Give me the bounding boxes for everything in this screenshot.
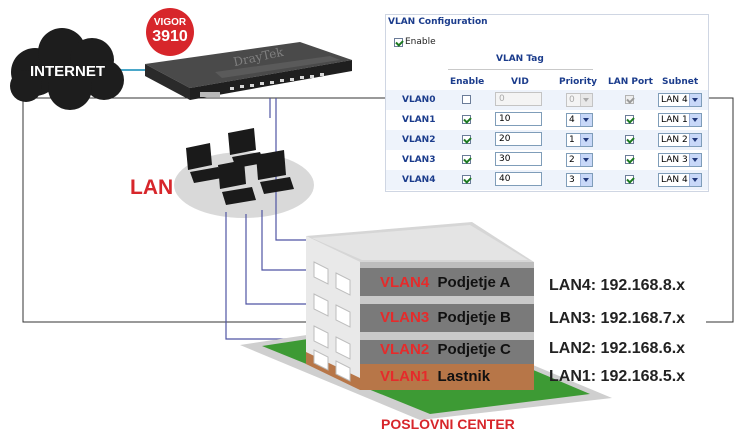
chevron-down-icon xyxy=(689,94,701,106)
vid-input[interactable]: 0 xyxy=(495,92,542,106)
header-lan-port: LAN Port xyxy=(608,77,653,87)
subnet-value: LAN 4 xyxy=(661,175,688,185)
priority-select[interactable]: 2 xyxy=(566,153,593,167)
subnet-label-lan4: LAN4: 192.168.8.x xyxy=(549,277,686,294)
priority-select[interactable]: 0 xyxy=(566,93,593,107)
priority-value: 4 xyxy=(569,115,575,125)
subnet-label-lan3: LAN3: 192.168.7.x xyxy=(549,310,686,327)
priority-value: 0 xyxy=(569,95,575,105)
subnet-value: LAN 1 xyxy=(661,115,688,125)
chevron-down-icon xyxy=(689,174,701,186)
floor-label-4: VLAN4 Podjetje A xyxy=(380,274,510,291)
lan-port-checkbox[interactable] xyxy=(625,135,634,144)
subnet-label-lan2: LAN2: 192.168.6.x xyxy=(549,340,686,357)
chevron-down-icon xyxy=(580,94,592,106)
enable-row: Enable xyxy=(394,37,436,47)
priority-value: 3 xyxy=(569,175,575,185)
subnet-select[interactable]: LAN 1 xyxy=(658,113,702,127)
router-device xyxy=(145,42,352,100)
lan-computers xyxy=(186,128,294,205)
priority-select[interactable]: 3 xyxy=(566,173,593,187)
chevron-down-icon xyxy=(580,134,592,146)
vlan-row-4: VLAN4 40 3 LAN 4 xyxy=(386,170,708,190)
chevron-down-icon xyxy=(580,174,592,186)
router-model-badge: VIGOR 3910 xyxy=(146,8,194,56)
office-building xyxy=(240,222,612,420)
subnet-select[interactable]: LAN 4 xyxy=(658,173,702,187)
priority-value: 1 xyxy=(569,135,575,145)
lan-port-checkbox[interactable] xyxy=(625,95,634,104)
floor-label-3: VLAN3 Podjetje B xyxy=(380,309,511,326)
header-enable: Enable xyxy=(450,77,485,87)
vlan-row-name: VLAN4 xyxy=(402,175,436,185)
chevron-down-icon xyxy=(689,134,701,146)
floor-label-1: VLAN1 Lastnik xyxy=(380,368,490,385)
floor-company: Podjetje C xyxy=(437,341,511,358)
internet-label: INTERNET xyxy=(30,63,105,80)
subnet-label-lan1: LAN1: 192.168.5.x xyxy=(549,368,686,385)
enable-checkbox[interactable] xyxy=(394,37,403,47)
vlan-row-name: VLAN1 xyxy=(402,115,436,125)
vlan-tag-header: VLAN Tag xyxy=(496,54,544,64)
floor-company: Lastnik xyxy=(437,368,491,385)
subnet-select[interactable]: LAN 3 xyxy=(658,153,702,167)
router-badge-model: 3910 xyxy=(152,28,188,45)
chevron-down-icon xyxy=(580,114,592,126)
chevron-down-icon xyxy=(580,154,592,166)
vlan-trunk-wire-right xyxy=(706,97,734,323)
floor-vlan: VLAN4 xyxy=(380,274,430,291)
subnet-value: LAN 3 xyxy=(661,155,688,165)
subnet-value: LAN 4 xyxy=(661,95,688,105)
floor-company: Podjetje B xyxy=(437,309,511,326)
vlan-row-enable-checkbox[interactable] xyxy=(462,95,471,104)
subnet-value: LAN 2 xyxy=(661,135,688,145)
chevron-down-icon xyxy=(689,154,701,166)
header-priority: Priority xyxy=(559,77,597,87)
vid-input[interactable]: 10 xyxy=(495,112,542,126)
vlan-row-enable-checkbox[interactable] xyxy=(462,175,471,184)
vlan-row-name: VLAN0 xyxy=(402,95,436,105)
floor-vlan: VLAN1 xyxy=(380,368,430,385)
router-badge-brand: VIGOR xyxy=(153,17,187,28)
floor-company: Podjetje A xyxy=(437,274,511,291)
priority-select[interactable]: 1 xyxy=(566,133,593,147)
floor-vlan: VLAN2 xyxy=(380,341,430,358)
vlan-row-1: VLAN1 10 4 LAN 1 xyxy=(386,110,708,130)
internet-cloud xyxy=(10,28,124,110)
vlan-tag-divider xyxy=(448,69,593,70)
vid-input[interactable]: 30 xyxy=(495,152,542,166)
priority-select[interactable]: 4 xyxy=(566,113,593,127)
vlan-row-enable-checkbox[interactable] xyxy=(462,115,471,124)
chevron-down-icon xyxy=(689,114,701,126)
lan-port-checkbox[interactable] xyxy=(625,115,634,124)
header-vid: VID xyxy=(511,77,529,87)
priority-value: 2 xyxy=(569,155,575,165)
floor-vlan: VLAN3 xyxy=(380,309,430,326)
subnet-select[interactable]: LAN 2 xyxy=(658,133,702,147)
vlan-configuration-panel: VLAN Configuration Enable VLAN Tag Enabl… xyxy=(385,14,709,192)
vlan-row-name: VLAN3 xyxy=(402,155,436,165)
vlan-row-name: VLAN2 xyxy=(402,135,436,145)
floor-label-2: VLAN2 Podjetje C xyxy=(380,341,511,358)
vlan-row-enable-checkbox[interactable] xyxy=(462,155,471,164)
vlan-row-enable-checkbox[interactable] xyxy=(462,135,471,144)
vid-input[interactable]: 40 xyxy=(495,172,542,186)
lan-port-checkbox[interactable] xyxy=(625,175,634,184)
subnet-select[interactable]: LAN 4 xyxy=(658,93,702,107)
vid-input[interactable]: 20 xyxy=(495,132,542,146)
lan-label: LAN xyxy=(130,176,174,199)
panel-title: VLAN Configuration xyxy=(388,17,488,27)
enable-label: Enable xyxy=(405,37,436,47)
lan-port-checkbox[interactable] xyxy=(625,155,634,164)
vlan-row-3: VLAN3 30 2 LAN 3 xyxy=(386,150,708,170)
building-name: POSLOVNI CENTER xyxy=(381,416,515,432)
header-subnet: Subnet xyxy=(662,77,699,87)
floor-wires xyxy=(225,98,306,340)
vlan-row-2: VLAN2 20 1 LAN 2 xyxy=(386,130,708,150)
vlan-row-0: VLAN0 0 0 LAN 4 xyxy=(386,90,708,110)
vlan-trunk-wire xyxy=(22,97,385,323)
